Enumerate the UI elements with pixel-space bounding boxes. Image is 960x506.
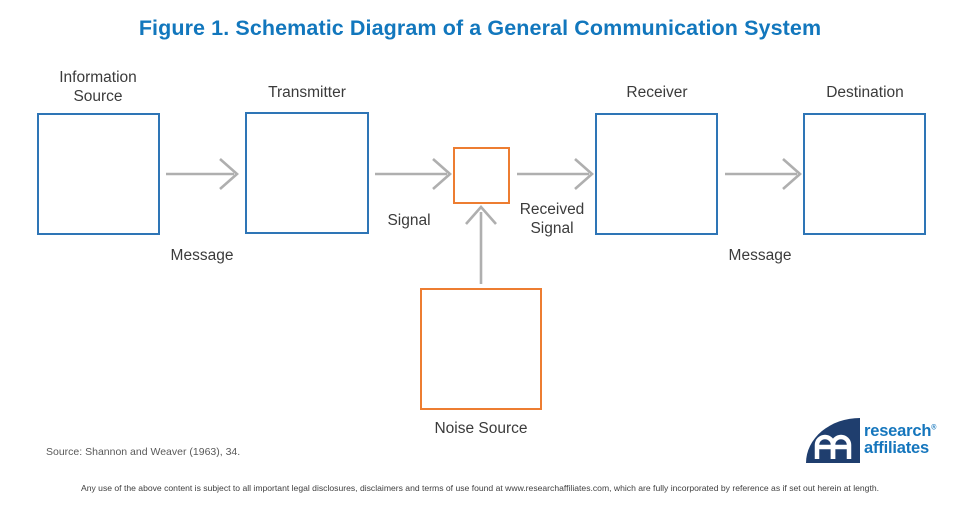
box-destination <box>803 113 926 235</box>
arrow-receiver-to-destination <box>725 158 802 190</box>
label-destination: Destination <box>826 84 904 101</box>
research-affiliates-logo: research® affiliates <box>806 418 938 464</box>
label-signal: Signal <box>387 212 431 229</box>
label-transmitter: Transmitter <box>268 84 346 101</box>
logo-mark <box>806 418 860 463</box>
box-information-source <box>37 113 160 235</box>
box-signal-junction <box>453 147 510 204</box>
label-noise-source: Noise Source <box>434 420 528 437</box>
disclaimer-text: Any use of the above content is subject … <box>80 483 880 493</box>
label-information-source: Information Source <box>59 69 137 106</box>
ra-monogram-icon <box>814 434 852 459</box>
figure-title: Figure 1. Schematic Diagram of a General… <box>138 16 822 40</box>
label-message-left: Message <box>170 247 234 264</box>
logo-word-affiliates: affiliates <box>864 438 929 457</box>
arrow-junction-to-receiver <box>517 158 594 190</box>
arrow-information-to-transmitter <box>166 158 239 190</box>
source-note: Source: Shannon and Weaver (1963), 34. <box>46 446 241 458</box>
label-receiver: Receiver <box>626 84 688 101</box>
label-message-right: Message <box>728 247 792 264</box>
label-received-signal: Received Signal <box>519 201 585 238</box>
arrow-noise-to-junction <box>465 205 497 284</box>
logo-wordmark: research® affiliates <box>864 423 936 457</box>
logo-word-research: research <box>864 422 932 440</box>
arrow-transmitter-to-junction <box>375 158 452 190</box>
box-transmitter <box>245 112 369 234</box>
box-receiver <box>595 113 718 235</box>
box-noise-source <box>420 288 542 410</box>
registered-trademark-symbol: ® <box>931 424 937 432</box>
